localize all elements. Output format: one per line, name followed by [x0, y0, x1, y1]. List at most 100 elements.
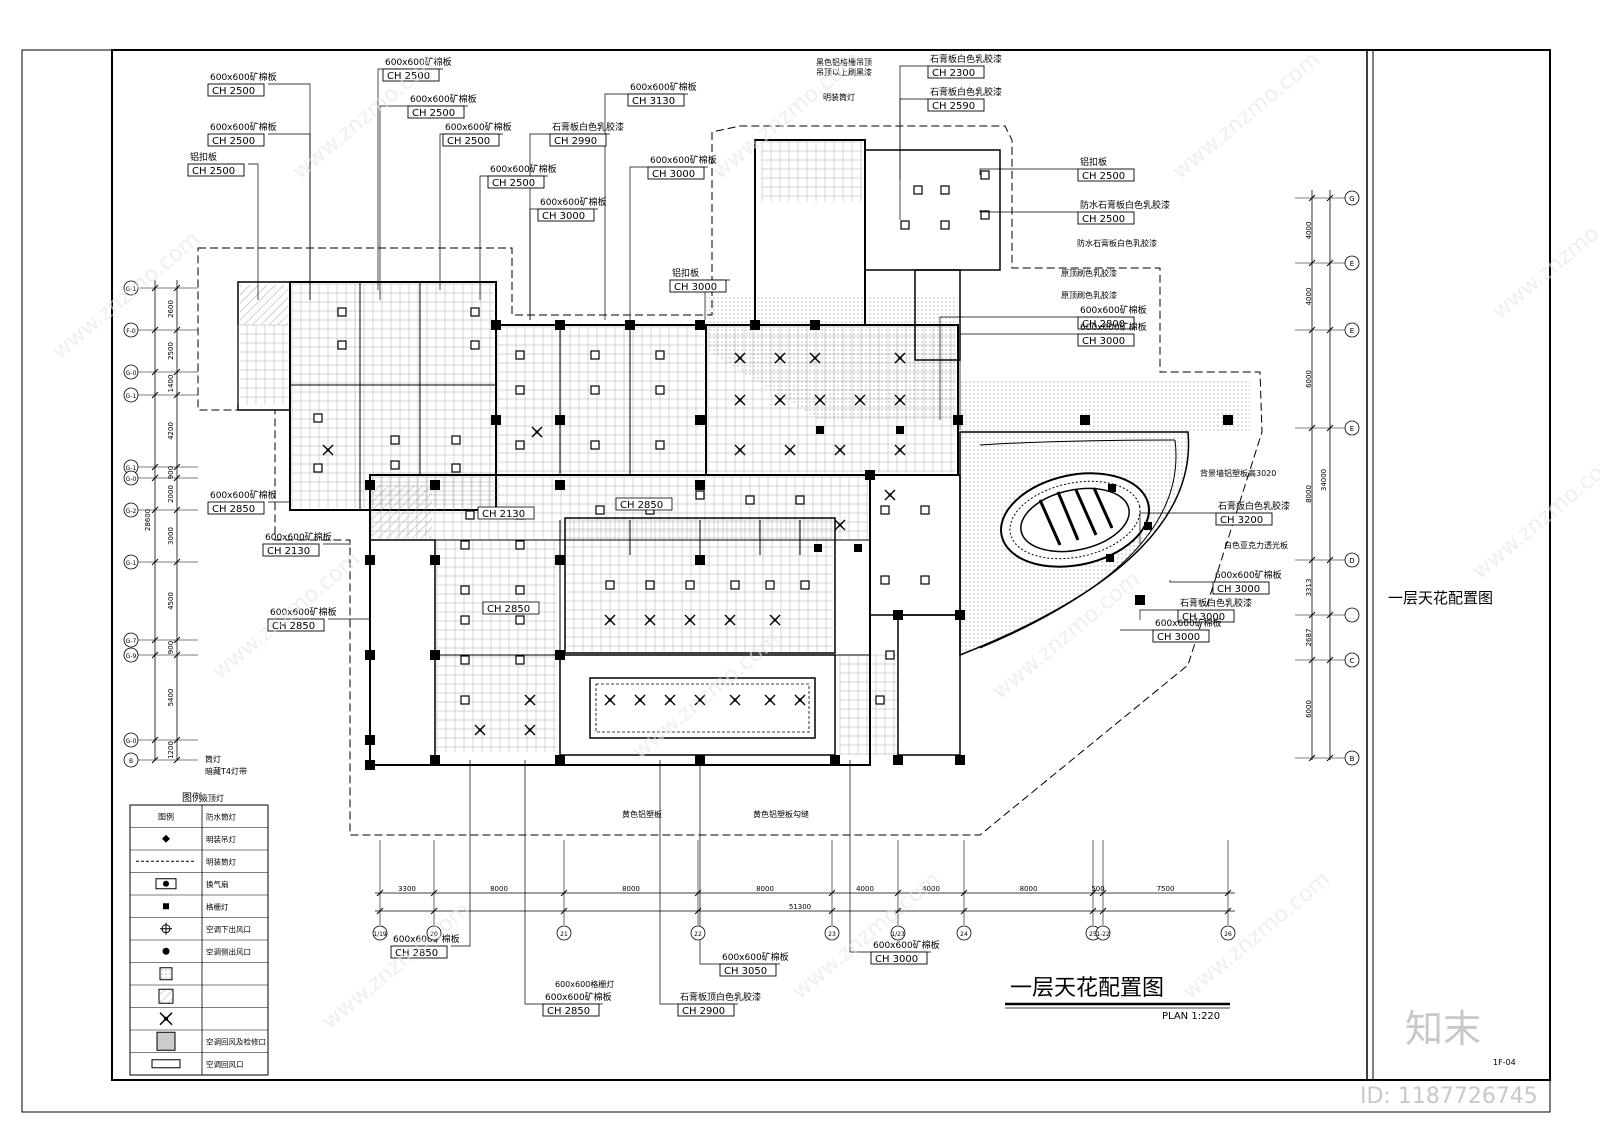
dim-value: 900	[167, 641, 175, 654]
callout-ch: CH 2500	[192, 166, 235, 177]
square-light	[515, 540, 525, 550]
callout-material: 600x600矿棉板	[1155, 617, 1222, 629]
star-light-center	[535, 430, 539, 434]
square-light	[451, 435, 461, 445]
column	[430, 650, 440, 660]
square-light	[390, 460, 400, 470]
star-light-center	[733, 698, 737, 702]
column	[955, 755, 965, 765]
callout-ch-box	[927, 65, 985, 79]
inline-ch: CH 2850	[482, 601, 540, 615]
callout-ch: CH 3000	[1217, 584, 1260, 595]
tick	[151, 474, 159, 482]
plan-title: 一层天花配置图	[1010, 976, 1164, 1001]
star-light-center	[858, 398, 862, 402]
oval-feature-ceiling	[1009, 480, 1141, 560]
column	[810, 320, 820, 330]
dark-fixture	[1108, 484, 1116, 492]
grid-bubble	[1095, 925, 1111, 941]
legend-table: 图例吸顶灯图例防水筒灯明装吊灯明装筒灯换气扇格栅灯空调下出风口空调侧出风口空调回…	[129, 791, 269, 1076]
square-light	[470, 307, 480, 317]
plain-note: 筒灯	[205, 754, 221, 764]
room-block	[869, 474, 961, 616]
dotted-area	[706, 295, 958, 420]
callout-material: 600x600矿棉板	[210, 121, 277, 133]
feature-ceiling	[589, 677, 816, 739]
square-light	[465, 510, 475, 520]
square-light	[460, 695, 470, 705]
callout-ch-box	[927, 98, 985, 112]
leader-line	[529, 133, 610, 320]
callout-ch-box	[207, 501, 265, 515]
tick	[1099, 889, 1107, 897]
tick	[173, 326, 181, 334]
tick	[1308, 556, 1316, 564]
tick	[1326, 424, 1334, 432]
callout-ch: CH 2850	[547, 1006, 590, 1017]
square-light	[730, 580, 740, 590]
tick	[151, 284, 159, 292]
square-light	[940, 220, 950, 230]
callout-ch-box	[669, 279, 727, 293]
legend-text: 明装筒灯	[206, 856, 236, 866]
callout-ch: CH 3000	[875, 954, 918, 965]
column	[695, 320, 705, 330]
square-light	[800, 580, 810, 590]
tick	[151, 368, 159, 376]
grille-symbol	[163, 903, 169, 910]
tick	[173, 463, 181, 471]
grid-label: 20	[430, 931, 438, 938]
square-light	[645, 580, 655, 590]
tick	[828, 907, 836, 915]
inner-frame	[111, 49, 1551, 1081]
tick	[1308, 194, 1316, 202]
callout-material: 铝扣板	[672, 267, 699, 279]
diamond-symbol	[162, 834, 170, 843]
leader-line	[248, 163, 259, 300]
callout-ch: CH 2900	[682, 1006, 725, 1017]
star-light-center	[888, 493, 892, 497]
callout-material: 600x600矿棉板	[445, 121, 512, 133]
grid-label: G-1	[126, 560, 137, 567]
grid-label: G-0	[126, 738, 137, 745]
callout-ch-box	[187, 163, 245, 177]
dark-fixture	[896, 426, 904, 434]
callout-ch: CH 3000	[1082, 336, 1125, 347]
light-fixtures	[313, 170, 1152, 736]
left-dimension-grid: G-1F-0G-0G-1G-1G-0G-2G-1G-7G-9G-0B260025…	[123, 280, 198, 768]
callout-ch: CH 2500	[387, 71, 430, 82]
callout-material: 600x600矿棉板	[490, 163, 557, 175]
tick	[960, 907, 968, 915]
column	[625, 320, 635, 330]
star-light-center	[778, 356, 782, 360]
tick	[1326, 754, 1334, 762]
inline-ch-box	[482, 601, 540, 615]
legend-text: 空调侧出风口	[206, 946, 251, 956]
grid-bubble	[372, 925, 388, 941]
grid-label: E	[1350, 327, 1354, 335]
tick	[1326, 656, 1334, 664]
callout-material: 石膏板白色乳胶漆	[1218, 500, 1290, 512]
callout-material: 600x600矿棉板	[270, 606, 337, 618]
inline-ch-box	[615, 497, 673, 511]
callout-material: 600x600矿棉板	[385, 56, 452, 68]
tick	[430, 889, 438, 897]
watermark-text: www.znzmo.com	[628, 627, 785, 765]
callout-ch-box	[647, 166, 705, 180]
square-light	[940, 185, 950, 195]
callout-material: 600x600矿棉板	[1080, 304, 1147, 316]
square-light	[470, 340, 480, 350]
tick	[173, 391, 181, 399]
stair-block	[369, 539, 436, 766]
star-light-center	[738, 448, 742, 452]
